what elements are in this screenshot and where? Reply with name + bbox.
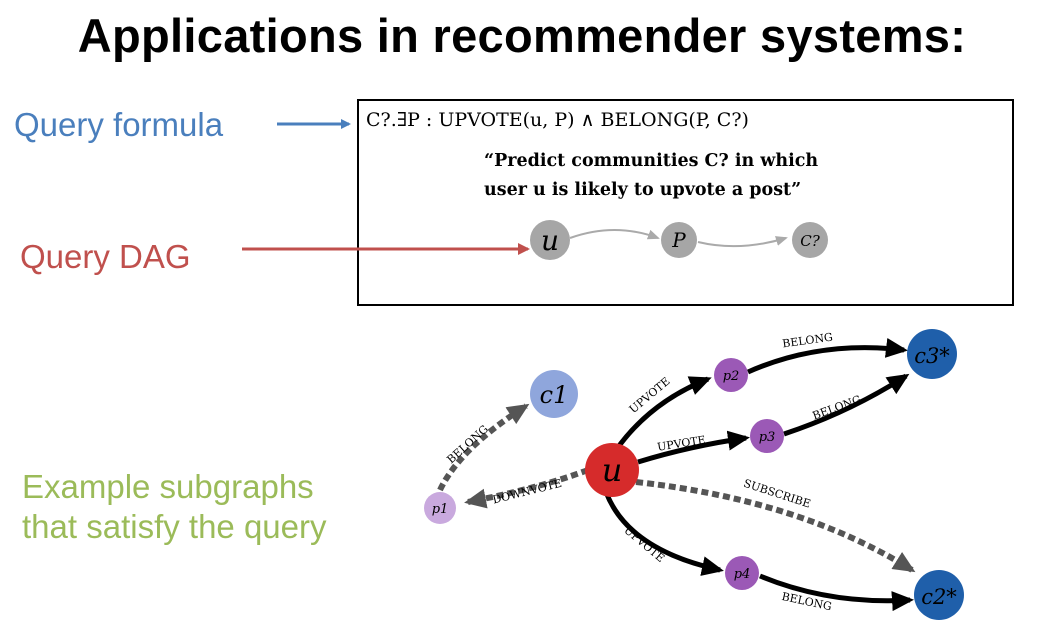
node-p3 [750,419,784,453]
node-p2-label: p2 [723,369,740,384]
edge-label-downvote: DOWNVOTE [491,477,563,507]
node-p2 [714,358,748,392]
edge-label-upvote-p4: UPVOTE [621,524,667,565]
node-u [585,443,639,497]
query-formula-text: C?.∃P : UPVOTE(u, P) ∧ BELONG(P, C?) [366,109,749,131]
node-c1-label: c1 [540,381,569,409]
edge-belong-p3-c3 [783,373,910,437]
query-formula-label: Query formula [14,106,224,143]
edge-belong-p4-c2 [759,573,914,612]
node-p1 [424,492,456,524]
dag-edge-p-c [697,236,788,248]
query-description-line2: user u is likely to upvote a post” [484,180,802,200]
node-u-label: u [602,451,623,489]
node-c3 [907,329,957,379]
page-title: Applications in recommender systems: [77,9,967,62]
edge-downvote [464,467,590,509]
node-p3-label: p3 [759,430,776,445]
dag-node-u-label: u [541,224,559,257]
example-label-line2: that satisfy the query [22,508,327,545]
example-subgraphs-label: Example subgraphs that satisfy the query [22,467,327,547]
dag-node-p [661,222,697,258]
dag-edge-u-p [569,229,660,240]
edge-upvote-p2 [613,376,712,452]
node-p4-label: p4 [734,567,751,582]
node-c3-label: c3* [914,344,950,368]
query-description-line1: “Predict communities C? in which [484,151,819,171]
query-description: “Predict communities C? in which user u … [484,147,904,205]
edge-belong-p2-c3 [746,337,908,375]
query-dag-label: Query DAG [20,238,191,275]
edge-upvote-p3 [637,430,750,465]
dag-node-p-label: P [671,228,686,252]
edge-label-belong-p3-c3: BELONG [811,393,863,423]
dag-node-c-label: C? [800,232,820,250]
example-label-line1: Example subgraphs [22,468,314,505]
node-p1-label: p1 [432,502,449,517]
node-p4 [725,556,759,590]
node-c1 [530,370,578,418]
edge-label-upvote-p2: UPVOTE [627,375,673,416]
edge-label-belong-p1-c1: BELONG [444,423,490,467]
edge-upvote-p4 [603,491,724,576]
edge-label-belong-p2-c3: BELONG [781,331,833,351]
edge-belong-p1-c1 [437,403,530,492]
node-c2-label: c2* [921,585,957,609]
dag-node-c [792,222,828,258]
query-box: C?.∃P : UPVOTE(u, P) ∧ BELONG(P, C?) “Pr… [357,99,1014,306]
edge-label-subscribe: SUBSCRIBE [742,477,812,511]
dag-node-u [530,220,570,260]
node-c2 [914,570,964,620]
edge-subscribe [635,479,916,573]
